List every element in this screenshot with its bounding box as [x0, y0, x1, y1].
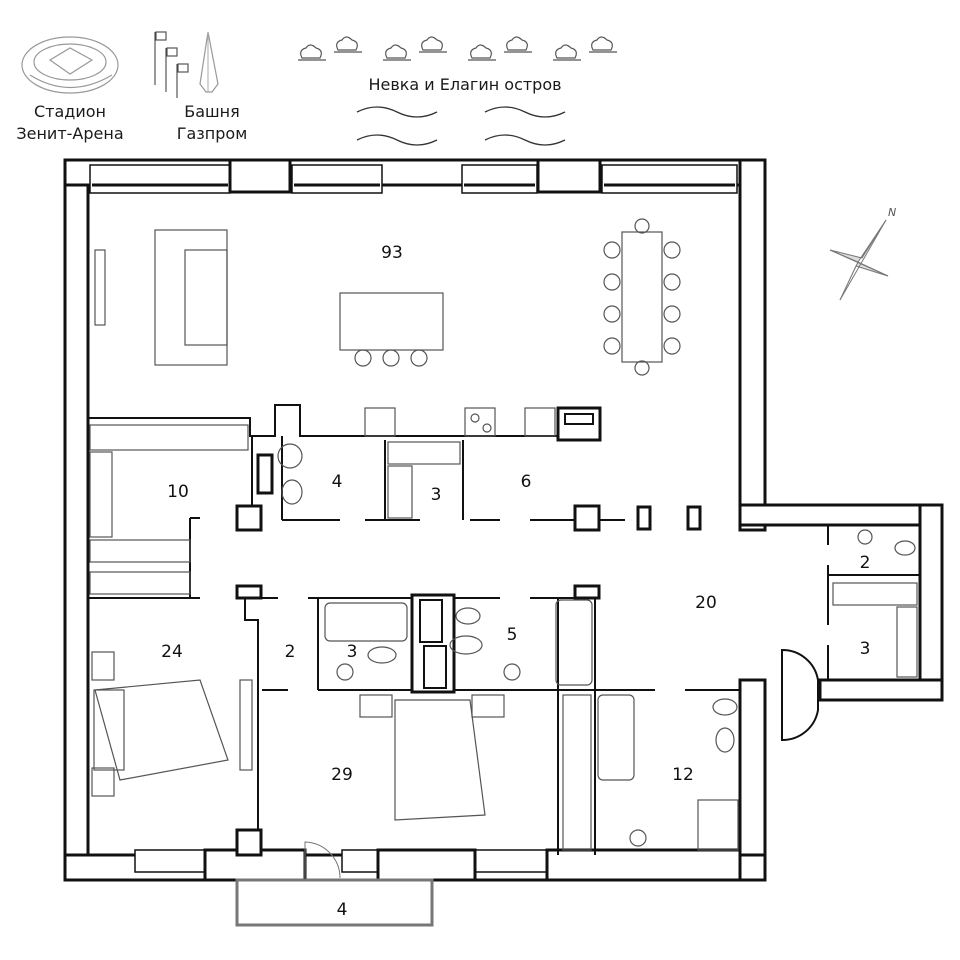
- room-label-living: 93: [381, 243, 403, 263]
- trees-icon: [298, 36, 618, 61]
- room-label-hall: 20: [695, 593, 717, 613]
- water-waves-icon: [356, 106, 566, 146]
- room-label-wc-right: 2: [860, 553, 871, 573]
- tv-bedroom-icon: [239, 679, 253, 771]
- coffee-table-icon: [339, 292, 444, 351]
- room-label-bedroom-main: 29: [331, 765, 353, 785]
- compass-north-label: N: [888, 206, 896, 219]
- windows-top: [89, 158, 738, 194]
- room-label-bath-5: 5: [507, 625, 518, 645]
- room-label-wardrobe: 10: [167, 482, 189, 502]
- dining-table-icon: [603, 218, 681, 376]
- stadium-label-line2: Зенит-Арена: [16, 124, 123, 143]
- river-label: Невка и Елагин остров: [368, 75, 561, 94]
- entrance-door: [781, 648, 819, 742]
- room-label-bath-3: 3: [347, 642, 358, 662]
- room-label-closet-mid: 3: [431, 485, 442, 505]
- stadium-icon: [21, 36, 119, 94]
- bed-left-icon: [91, 651, 229, 797]
- room-label-closet-right: 3: [860, 639, 871, 659]
- chairs-icon: [354, 349, 428, 367]
- room-label-bath-12: 12: [672, 765, 694, 785]
- sofa-icon: [154, 229, 228, 366]
- windows-bottom: [134, 841, 742, 882]
- compass-rose-icon: [829, 219, 889, 301]
- tower-label-line2: Газпром: [177, 124, 248, 143]
- kitchen-counter-icon: [364, 407, 556, 437]
- stadium-label-line1: Стадион: [34, 102, 106, 121]
- room-label-room-6: 6: [521, 472, 532, 492]
- tv-icon: [94, 249, 106, 326]
- flags-icon: [154, 31, 189, 98]
- room-label-balcony: 4: [337, 900, 348, 920]
- room-label-bath-small: 4: [332, 472, 343, 492]
- balcony-door-swing: [304, 841, 341, 879]
- bathroom-fixtures-icon: [277, 443, 916, 851]
- furniture: [89, 218, 918, 851]
- outer-walls: [63, 158, 944, 882]
- room-label-corridor-small: 2: [285, 642, 296, 662]
- wardrobe-racks-icon: [89, 424, 918, 851]
- bed-main-icon: [359, 694, 505, 821]
- room-label-bedroom-left: 24: [161, 642, 183, 662]
- tower-label-line1: Башня: [184, 102, 240, 121]
- interior-walls: [88, 404, 920, 857]
- gazprom-tower-icon: [199, 31, 219, 93]
- balcony-outline: [235, 878, 434, 927]
